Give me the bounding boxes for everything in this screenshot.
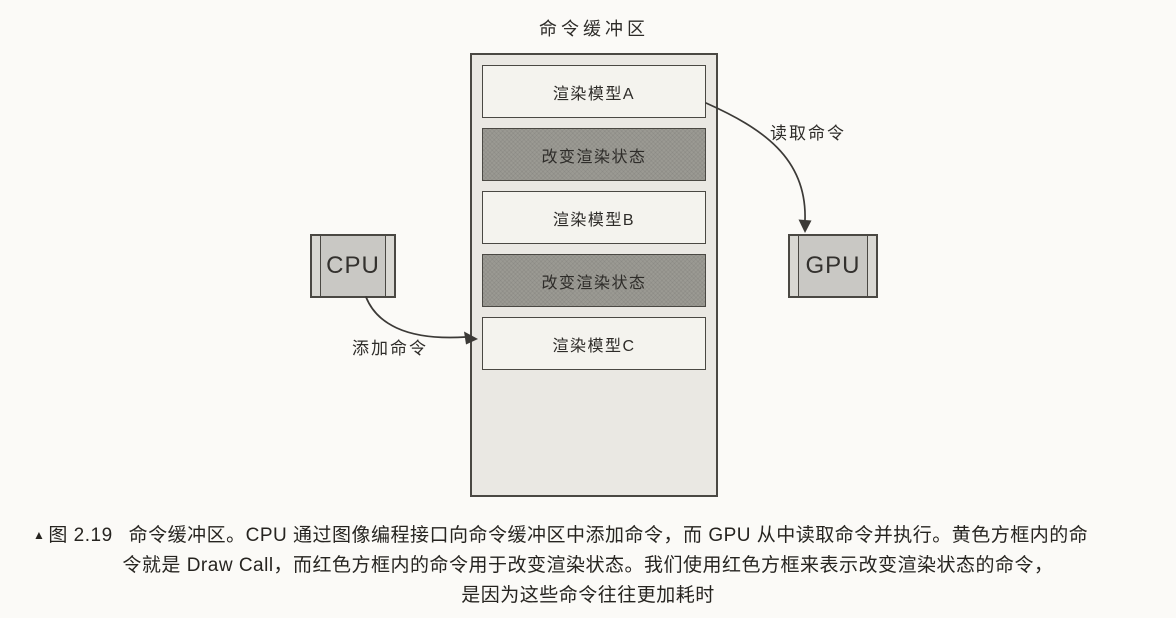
cpu-chip-stripe-left: [312, 236, 321, 296]
command-buffer-box: 渲染模型A 改变渲染状态 渲染模型B 改变渲染状态 渲染模型C: [470, 53, 718, 497]
command-box-change-render-state-2: 改变渲染状态: [482, 254, 706, 307]
add-command-arrow-label: 添加命令: [352, 339, 428, 358]
figure-marker-icon: ▲: [33, 528, 46, 542]
command-box-change-render-state-1: 改变渲染状态: [482, 128, 706, 181]
command-buffer-title: 命令缓冲区: [539, 19, 649, 39]
cpu-chip-stripe-right: [385, 236, 394, 296]
command-box-render-model-b: 渲染模型B: [482, 191, 706, 244]
gpu-chip-stripe-right: [867, 236, 876, 296]
cpu-box: CPU: [310, 234, 396, 298]
cpu-label: CPU: [326, 252, 380, 279]
read-command-arrow-label: 读取命令: [770, 124, 846, 143]
add-command-arrow-line: [365, 296, 467, 339]
figure-number: 图 2.19: [48, 525, 113, 546]
gpu-chip-stripe-left: [790, 236, 799, 296]
caption-text-1: 命令缓冲区。CPU 通过图像编程接口向命令缓冲区中添加命令，而 GPU 从中读取…: [128, 525, 1089, 546]
caption-line-2: 令就是 Draw Call，而红色方框内的命令用于改变渲染状态。我们使用红色方框…: [122, 555, 1054, 576]
caption-line-1: ▲图 2.19 命令缓冲区。CPU 通过图像编程接口向命令缓冲区中添加命令，而 G…: [0, 520, 1176, 551]
caption-line-3: 是因为这些命令往往更加耗时: [461, 585, 715, 606]
command-box-render-model-a: 渲染模型A: [482, 65, 706, 118]
gpu-box: GPU: [788, 234, 878, 298]
gpu-label: GPU: [805, 252, 861, 279]
read-command-arrowhead-icon: [798, 219, 812, 233]
command-box-render-model-c: 渲染模型C: [482, 317, 706, 370]
figure-caption: ▲图 2.19 命令缓冲区。CPU 通过图像编程接口向命令缓冲区中添加命令，而 G…: [0, 520, 1176, 611]
